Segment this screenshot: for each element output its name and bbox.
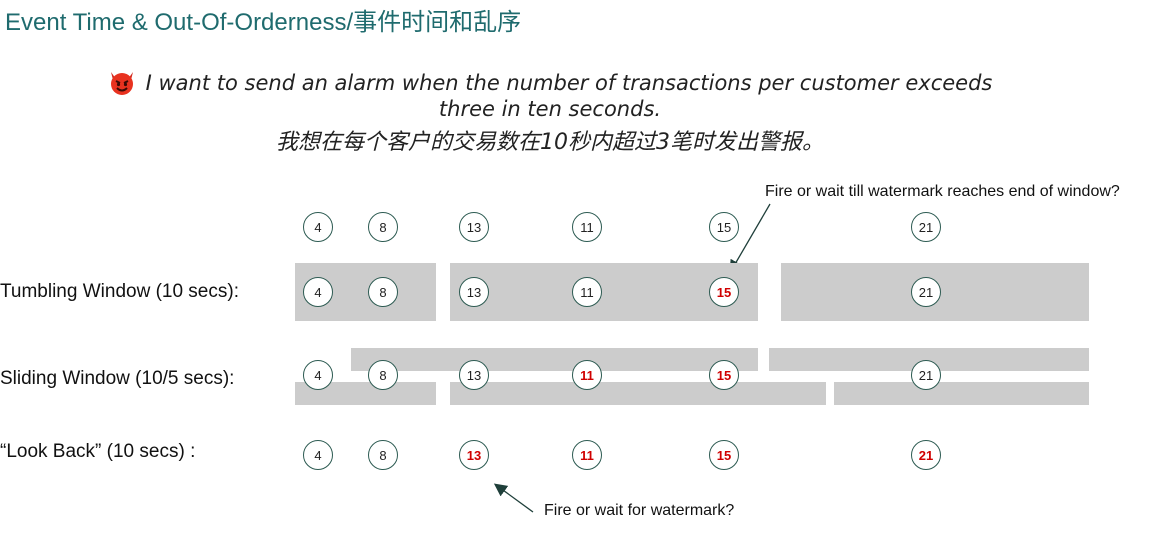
quote-line-1: I want to send an alarm when the number … xyxy=(0,68,1100,96)
sliding-window-lower-2 xyxy=(450,382,826,405)
event-circle: 21 xyxy=(911,277,941,307)
slide-title: Event Time & Out-Of-Orderness/事件时间和乱序 xyxy=(5,9,522,36)
arrow-to-13 xyxy=(493,483,534,513)
event-circle: 11 xyxy=(572,277,602,307)
quote-line-3-chinese: 我想在每个客户的交易数在10秒内超过3笔时发出警报。 xyxy=(276,130,824,155)
sliding-window-upper-1 xyxy=(351,348,758,371)
event-circle-alert: 11 xyxy=(572,360,602,390)
quote-text-line-1: I want to send an alarm when the number … xyxy=(145,71,993,95)
event-circle-alert: 13 xyxy=(459,440,489,470)
event-circle-alert: 21 xyxy=(911,440,941,470)
annotation-bottom: Fire or wait for watermark? xyxy=(544,502,735,519)
event-circle: 8 xyxy=(368,440,398,470)
event-circle: 21 xyxy=(911,360,941,390)
devil-emoji-icon xyxy=(110,72,133,95)
sliding-window-lower-3 xyxy=(834,382,1089,405)
event-circle-alert: 15 xyxy=(709,360,739,390)
tumbling-window-2 xyxy=(450,263,758,321)
quote-line-2: three in ten seconds. xyxy=(438,97,662,121)
event-circle: 8 xyxy=(368,277,398,307)
event-circle: 4 xyxy=(303,440,333,470)
event-circle: 4 xyxy=(303,360,333,390)
look-back-label: “Look Back” (10 secs) : xyxy=(0,441,196,462)
event-circle: 8 xyxy=(368,212,398,242)
event-circle: 13 xyxy=(459,212,489,242)
event-circle-alert: 15 xyxy=(709,277,739,307)
event-circle: 15 xyxy=(709,212,739,242)
event-circle-alert: 15 xyxy=(709,440,739,470)
sliding-window-upper-2 xyxy=(769,348,1089,371)
event-circle: 4 xyxy=(303,277,333,307)
sliding-window-lower-1 xyxy=(295,382,436,405)
event-circle-alert: 11 xyxy=(572,440,602,470)
tumbling-window-label: Tumbling Window (10 secs): xyxy=(0,281,239,302)
event-circle: 8 xyxy=(368,360,398,390)
event-circle: 13 xyxy=(459,360,489,390)
annotation-top: Fire or wait till watermark reaches end … xyxy=(765,183,1120,200)
sliding-window-label: Sliding Window (10/5 secs): xyxy=(0,368,235,389)
arrow-to-15 xyxy=(729,203,771,274)
event-circle: 4 xyxy=(303,212,333,242)
event-circle: 11 xyxy=(572,212,602,242)
event-circle: 13 xyxy=(459,277,489,307)
event-circle: 21 xyxy=(911,212,941,242)
